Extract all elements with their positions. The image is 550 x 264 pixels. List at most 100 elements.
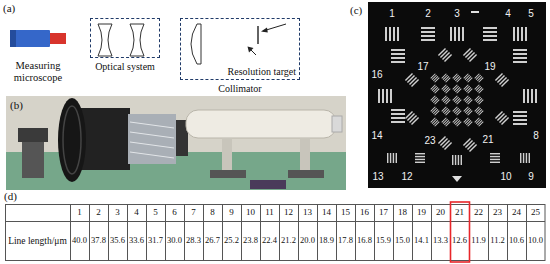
table-rule (6, 221, 546, 222)
target-bar (430, 84, 435, 89)
target-number: 8 (533, 130, 539, 141)
bar-diamond (441, 117, 450, 126)
bar-group (415, 153, 425, 163)
component-label: Optical system (95, 61, 155, 72)
table-header-cell: 10 (246, 208, 255, 218)
microscope-body (10, 30, 50, 47)
target-bar (443, 119, 448, 124)
target-bar (467, 77, 472, 82)
bar-diamond (452, 73, 461, 82)
table-value-cell: 37.8 (91, 236, 106, 245)
table-rule (355, 205, 356, 261)
target-bar (483, 31, 497, 33)
table-header-cell: 21 (455, 208, 464, 218)
bar-diamond (452, 95, 461, 104)
photo-stand (300, 138, 310, 172)
pointer-head (248, 47, 254, 53)
target-number: 2 (425, 8, 431, 19)
target-bar (463, 106, 468, 111)
target-bar (432, 86, 437, 91)
target-bar (458, 27, 460, 41)
target-bar (433, 98, 438, 103)
bar-group (385, 27, 399, 41)
table-rule (203, 205, 204, 261)
bar-diamond (430, 73, 439, 82)
target-bar (455, 109, 460, 114)
bar-diamond (474, 84, 483, 93)
highlight-box (451, 202, 470, 262)
target-bar (501, 79, 509, 87)
bar-diamond (430, 84, 439, 93)
table-rule (146, 205, 147, 261)
bar-group (391, 49, 405, 63)
target-bar (529, 153, 530, 163)
target-bar (421, 39, 435, 41)
photo-microscope (18, 128, 48, 142)
target-bar (535, 89, 537, 103)
target-bar (467, 142, 475, 150)
panel-label: (c) (350, 4, 362, 16)
target-bar (430, 106, 435, 111)
target-bar (441, 106, 446, 111)
target-bar (454, 108, 459, 113)
bar-group (520, 153, 530, 163)
bar-diamond (441, 106, 450, 115)
table-header-cell: 18 (398, 208, 407, 218)
target-bar (444, 54, 452, 62)
target-bar (476, 108, 481, 113)
target-number: 1 (389, 8, 395, 19)
table-rule (241, 205, 242, 261)
table-header-cell: 6 (172, 208, 177, 218)
table-rule (374, 205, 375, 261)
target-bar (467, 110, 472, 115)
target-bar (474, 95, 479, 100)
table-value-cell: 28.3 (186, 236, 201, 245)
table-value-cell: 35.6 (110, 236, 125, 245)
table-value-cell: 16.8 (357, 236, 372, 245)
target-bar (501, 117, 509, 125)
target-bar (389, 27, 391, 41)
target-bar (456, 121, 461, 126)
target-bar (452, 106, 457, 111)
target-bar (525, 27, 527, 41)
bar-diamond (495, 73, 509, 87)
bar-diamond (463, 117, 472, 126)
target-bar (409, 115, 417, 123)
table-header-cell: 25 (531, 208, 540, 218)
target-number: 14 (371, 130, 382, 141)
target-bar (463, 138, 471, 146)
target-bar (463, 95, 468, 100)
table-rule (279, 205, 280, 261)
table-value-cell: 22.4 (262, 236, 277, 245)
bar-group (452, 155, 462, 165)
target-bar (523, 89, 525, 103)
target-bar (391, 121, 405, 123)
target-bar (513, 57, 527, 59)
target-bar (443, 86, 448, 91)
component-label: Measuring microscope (7, 60, 69, 83)
target-bar (463, 117, 468, 122)
target-bar (517, 27, 519, 41)
bar-diamond (463, 73, 472, 82)
target-bar (434, 88, 439, 93)
target-bar (442, 52, 450, 60)
photo-collimator (186, 110, 336, 138)
photo-object (250, 180, 286, 189)
target-bar (478, 110, 483, 115)
photo-foil (128, 114, 176, 164)
bar-group (421, 27, 435, 41)
table-header-cell: 2 (96, 208, 101, 218)
bar-diamond (438, 48, 452, 62)
target-bar (520, 153, 521, 163)
target-bar (461, 155, 462, 165)
component-label: Collimator (218, 83, 261, 94)
bar-diamond (438, 136, 452, 150)
target-bar (467, 88, 472, 93)
target-number: 9 (528, 171, 534, 182)
target-bar (444, 120, 449, 125)
target-bar (531, 89, 533, 103)
bar-diamond (463, 48, 477, 62)
target-bar (490, 159, 500, 160)
